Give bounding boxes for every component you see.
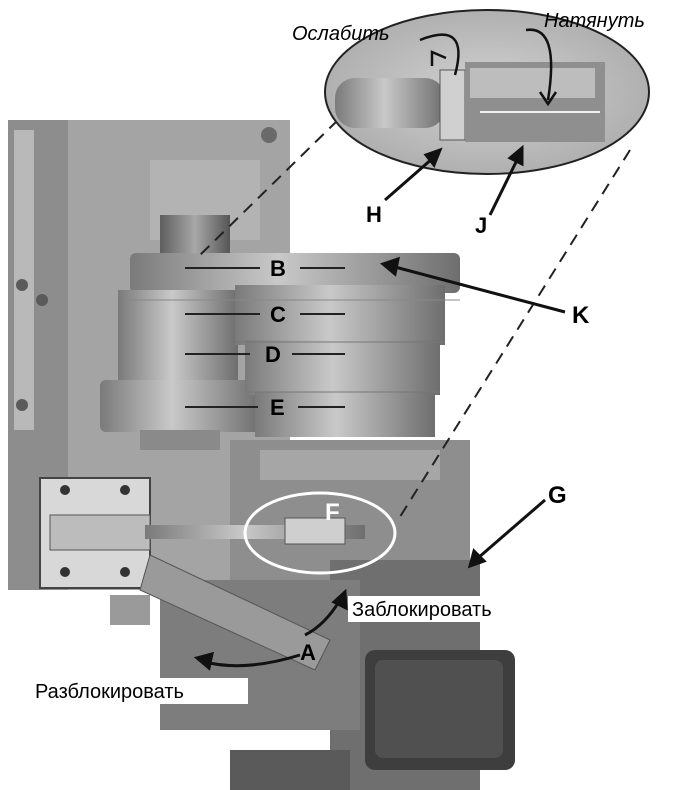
label-f: F [325,499,340,526]
clamp-bracket [39,477,151,625]
unlock-caption-bg [28,678,248,704]
label-a: A [300,640,316,665]
label-b: B [270,256,286,281]
pulley-stack [100,253,460,450]
pointer-arrows [193,144,566,671]
f-highlight-ellipse [243,491,397,575]
lock-lever [139,554,331,671]
label-d: D [265,342,281,367]
label-k: K [572,302,590,329]
lock-caption-bg [348,596,553,622]
tighten-label: Натянуть [544,10,645,32]
zoom-leaders [199,119,631,521]
rotation-arrows [419,28,558,107]
loosen-label: Ослабить [292,23,390,45]
pulley-lines [185,267,345,408]
label-c: C [270,302,286,327]
lock-label: Заблокировать [352,599,492,621]
label-j: J [475,213,487,238]
label-g: G [548,482,567,509]
label-h: H [366,202,382,227]
unlock-label: Разблокировать [35,681,184,703]
label-e: E [270,395,285,420]
zoom-inset [324,9,650,175]
